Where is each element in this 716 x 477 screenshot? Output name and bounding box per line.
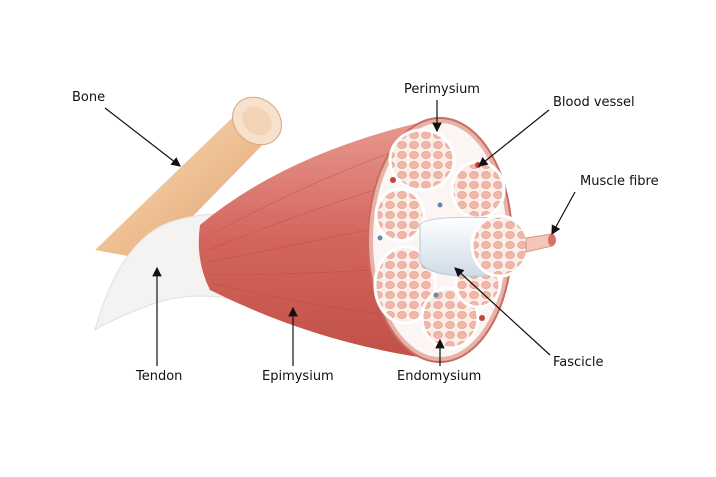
label-endomysium: Endomysium [397,369,482,384]
label-fascicle: Fascicle [553,355,604,370]
fascicle [419,214,530,278]
label-bone: Bone [72,90,106,105]
label-muscle-fibre: Muscle fibre [580,174,659,189]
pointer-arrows [104,100,576,366]
label-tendon: Tendon [136,369,183,384]
bone [95,96,282,260]
label-perimysium: Perimysium [404,82,480,97]
cross-section [367,117,513,363]
label-epimysium: Epimysium [262,369,334,384]
muscle-fibre [525,233,556,253]
label-blood-vessel: Blood vessel [553,95,635,110]
